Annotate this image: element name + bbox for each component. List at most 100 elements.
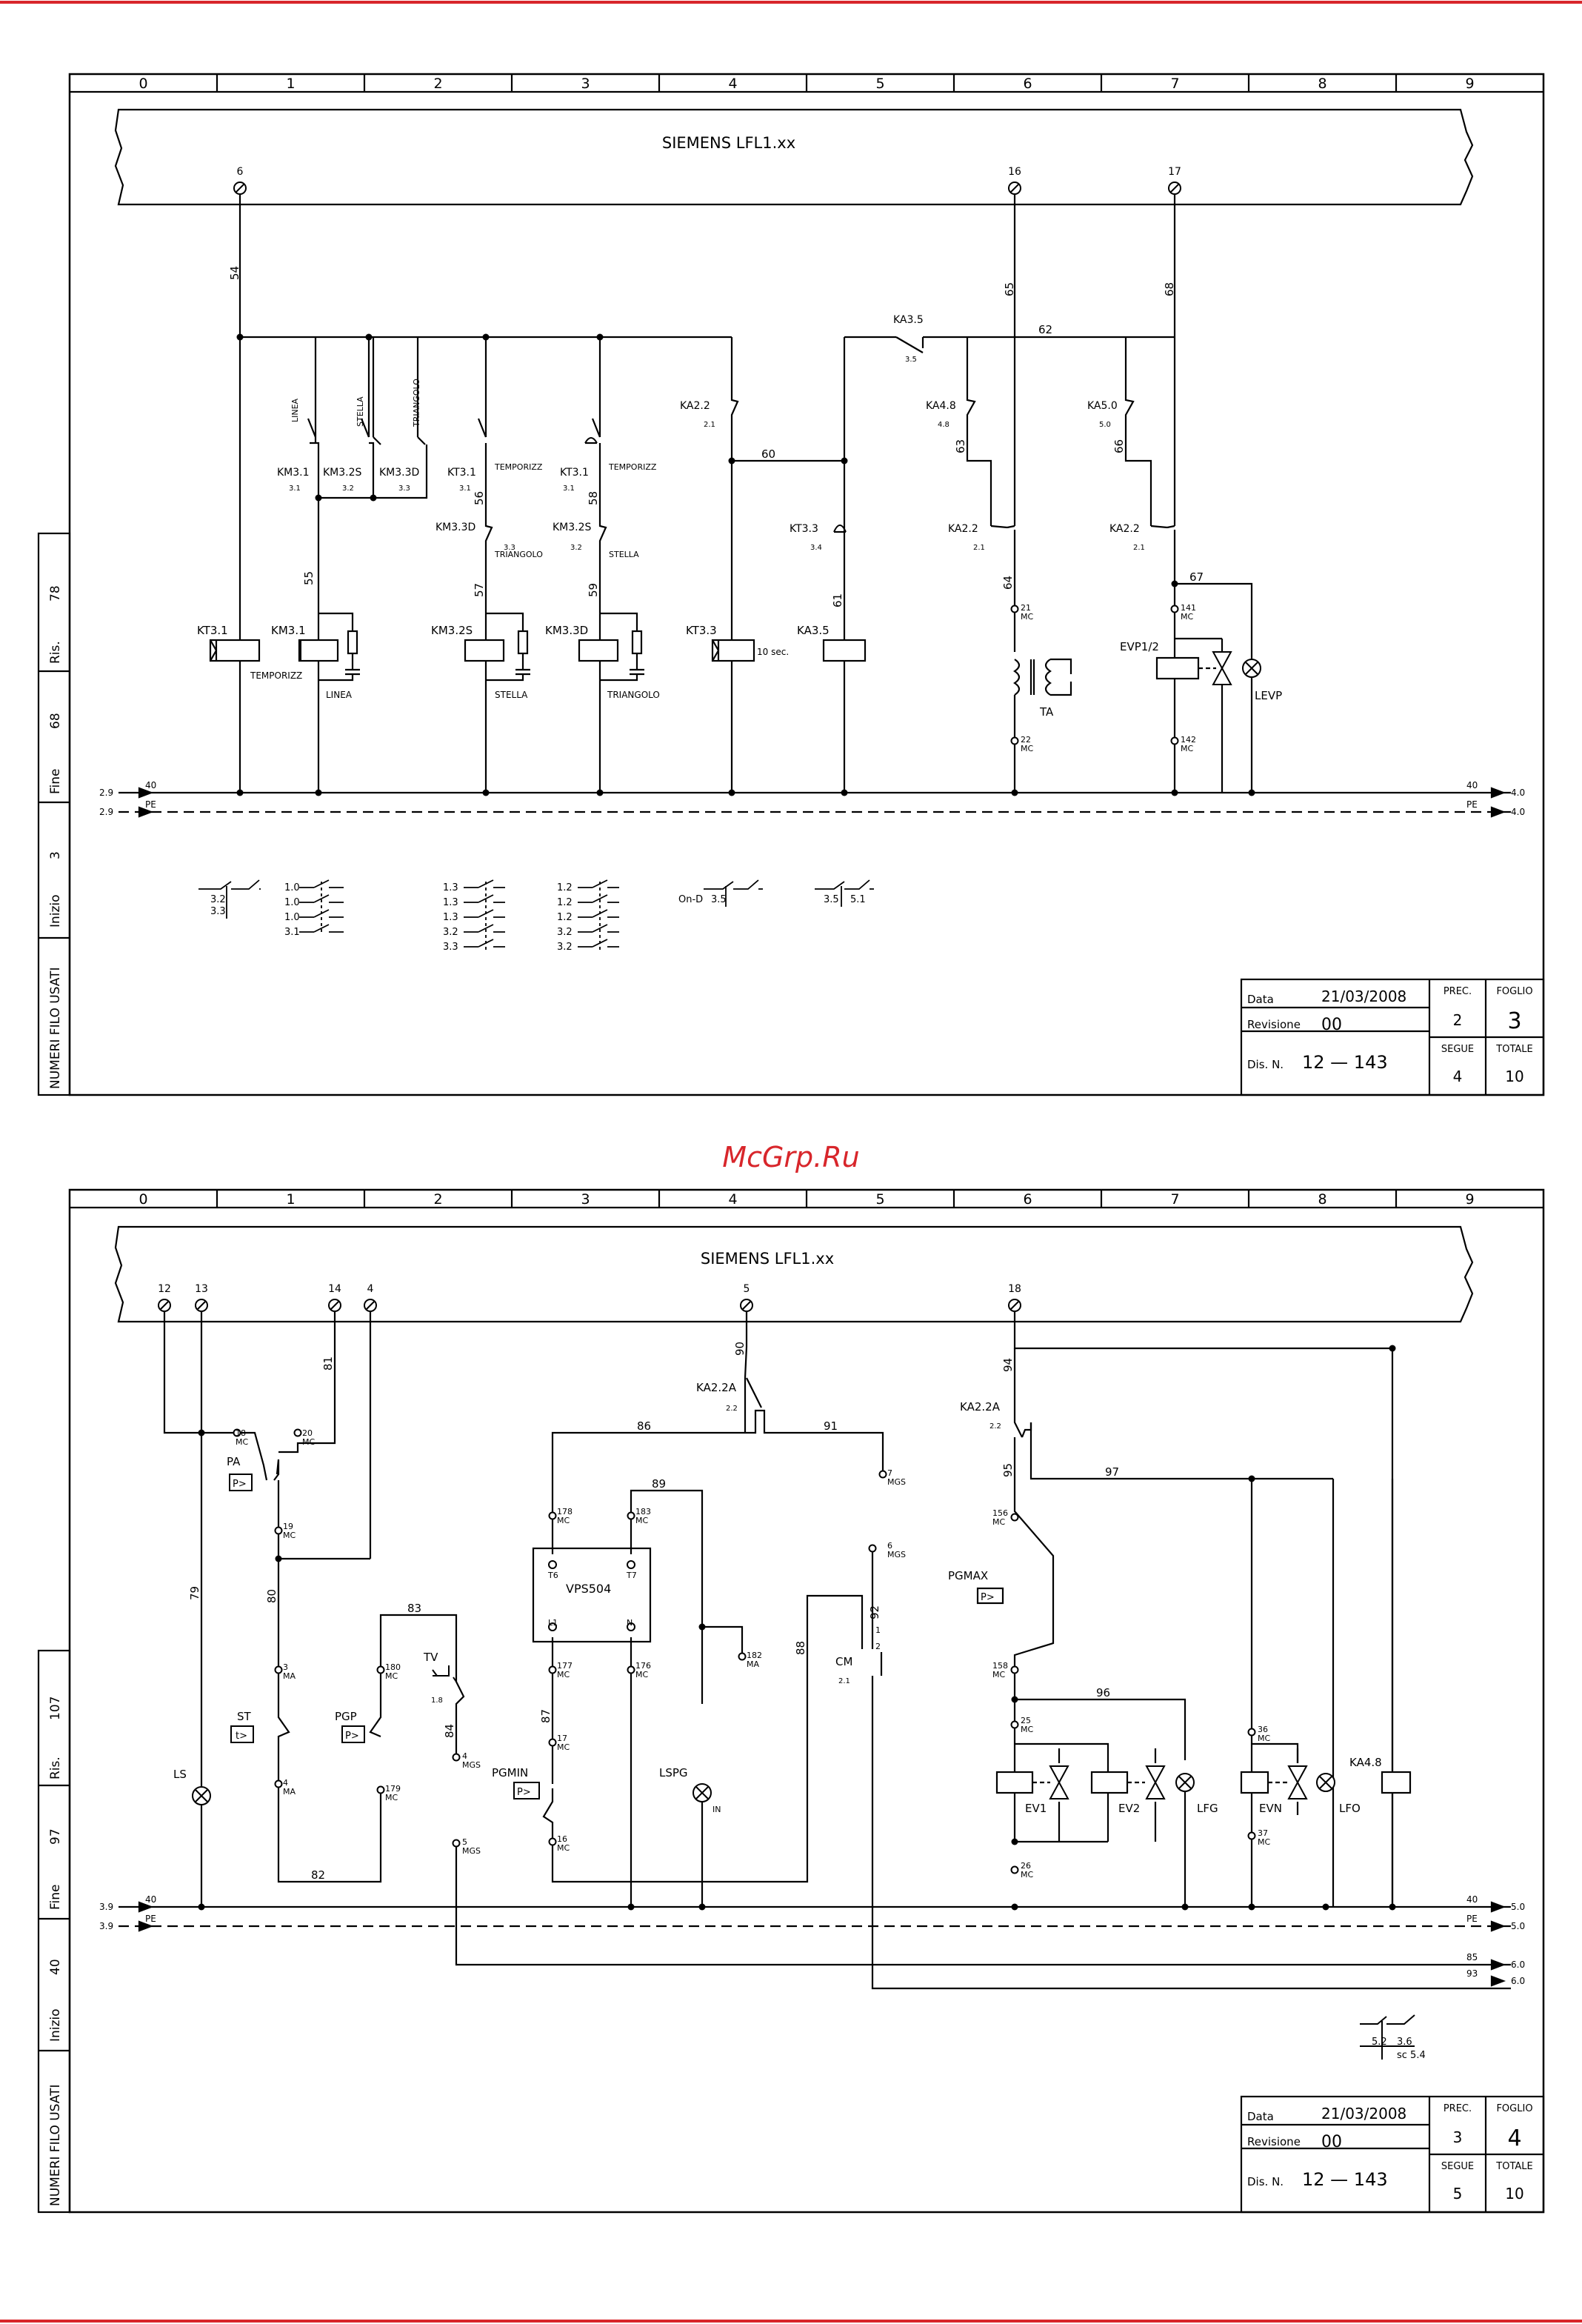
terminal-tag: MC <box>1021 612 1033 622</box>
terminal-number: 142 <box>1181 735 1196 745</box>
contact-ref: 3.2 <box>570 544 582 552</box>
bus-terminal-label: 14 <box>328 1283 341 1295</box>
terminal-tag: MGS <box>887 1550 906 1559</box>
cm-pin: 1 <box>875 1625 881 1635</box>
fine-value: 68 <box>48 713 63 729</box>
component-label: PA <box>227 1455 241 1468</box>
crossref: 5.2 <box>1372 2037 1387 2048</box>
terminal-number: 17 <box>557 1734 567 1743</box>
rail-wire: 40 <box>1466 780 1478 790</box>
rail-wire: 40 <box>145 780 156 790</box>
wire-number: 62 <box>1038 323 1052 336</box>
terminal-tag: MC <box>1181 612 1193 622</box>
terminal-tag: MA <box>283 1671 296 1681</box>
terminal-number: 26 <box>1021 1861 1031 1871</box>
wire-number: 86 <box>637 1419 651 1433</box>
lamp-label: LFO <box>1339 1802 1361 1815</box>
component-symbol: P> <box>517 1787 531 1798</box>
terminal-number: 156 <box>992 1508 1008 1518</box>
contact-label: KA4.8 <box>926 400 956 412</box>
tb-rev-label: Revisione <box>1247 1018 1301 1031</box>
inizio-value: 40 <box>48 1959 63 1975</box>
sheet-3 <box>37 73 1545 1096</box>
tb-segue: 5 <box>1453 2185 1463 2203</box>
contact-ref: 5.0 <box>1099 421 1111 429</box>
crossref: 3.5 <box>824 894 839 905</box>
column-number: 3 <box>581 1191 590 1208</box>
ris-label: Ris. <box>48 1757 63 1779</box>
column-number: 4 <box>728 1191 737 1208</box>
contact-ref: 2.2 <box>989 1422 1001 1431</box>
terminal-number: 158 <box>992 1661 1008 1671</box>
crossref: 1.3 <box>443 882 458 893</box>
crossref: 1.3 <box>443 897 458 908</box>
tb-rev-label: Revisione <box>1247 2135 1301 2148</box>
column-number: 9 <box>1465 1191 1474 1208</box>
column-number: 0 <box>138 1191 147 1208</box>
coil-note: 10 sec. <box>757 647 789 657</box>
crossref: 1.0 <box>284 882 300 893</box>
contact-ref: 3.1 <box>563 485 575 493</box>
tb-foglio: 3 <box>1507 1008 1521 1034</box>
tb-disn: 12 — 143 <box>1302 2169 1388 2190</box>
tb-segue-label: SEGUE <box>1441 2161 1474 2172</box>
watermark: McGrp.Ru <box>722 1141 860 1173</box>
column-number: 7 <box>1170 76 1179 92</box>
fine-label: Fine <box>48 1885 63 1911</box>
wire-number: 65 <box>1003 282 1016 296</box>
rail-wire: PE <box>145 799 156 810</box>
valve-label: EVN <box>1259 1802 1282 1815</box>
tb-foglio: 4 <box>1507 2125 1521 2151</box>
crossref: 3.1 <box>284 927 300 938</box>
sheet-3-crossref-symbols <box>198 879 874 950</box>
component-ref: 1.8 <box>431 1697 443 1705</box>
inizio-value: 3 <box>48 851 63 859</box>
column-number: 8 <box>1318 1191 1326 1208</box>
terminal-tag: MA <box>747 1659 759 1669</box>
crossref: 5.1 <box>850 894 866 905</box>
terminal-tag: MC <box>302 1437 315 1447</box>
tb-date: 21/03/2008 <box>1321 988 1406 1005</box>
contact-note: TRIANGOLO <box>494 550 543 559</box>
contact-note: TEMPORIZZ <box>494 462 543 472</box>
terminal-number: 179 <box>385 1784 401 1794</box>
terminal-number: 6 <box>887 1541 892 1551</box>
component-label: PGMAX <box>948 1569 988 1582</box>
tb-rev: 00 <box>1321 2133 1342 2151</box>
component-symbol: t> <box>236 1731 247 1742</box>
column-number: 1 <box>286 76 295 92</box>
inizio-label: Inizio <box>48 2008 63 2042</box>
component-label: TV <box>423 1651 438 1664</box>
bus-terminal-label: 12 <box>158 1283 171 1295</box>
crossref: On-D <box>678 894 703 905</box>
contact-label: KA2.2 <box>948 523 978 535</box>
coil-label: KT3.3 <box>686 624 717 637</box>
terminal-number: 4 <box>462 1751 467 1761</box>
sheet-3-junctions <box>233 182 1255 796</box>
tb-segue: 4 <box>1453 1068 1463 1085</box>
ris-label: Ris. <box>48 641 63 664</box>
wire-number: 55 <box>302 571 316 585</box>
wire-number: 61 <box>831 593 844 607</box>
crossref: 1.3 <box>443 912 458 923</box>
module-label: VPS504 <box>566 1582 611 1596</box>
wire-number: 92 <box>868 1605 881 1619</box>
vps-pin: T7 <box>626 1571 637 1580</box>
tb-foglio-label: FOGLIO <box>1496 986 1532 997</box>
contact-label: KT3.3 <box>790 523 818 535</box>
contact-ref: 3.5 <box>905 356 917 364</box>
wire-number: 96 <box>1096 1686 1110 1699</box>
column-number: 0 <box>138 76 147 92</box>
bus-terminal-label: 17 <box>1168 166 1181 178</box>
wire-number: 57 <box>473 583 486 597</box>
tb-date: 21/03/2008 <box>1321 2105 1406 2122</box>
coil-label: KM3.2S <box>431 624 473 637</box>
terminal-tag: MC <box>385 1793 398 1802</box>
terminal-number: 4 <box>283 1778 288 1788</box>
terminal-tag: MC <box>557 1843 570 1853</box>
component-symbol: P> <box>345 1731 359 1742</box>
ris-value: 107 <box>48 1697 63 1720</box>
tb-rev: 00 <box>1321 1016 1342 1034</box>
lamp-label: LEVP <box>1255 689 1282 702</box>
